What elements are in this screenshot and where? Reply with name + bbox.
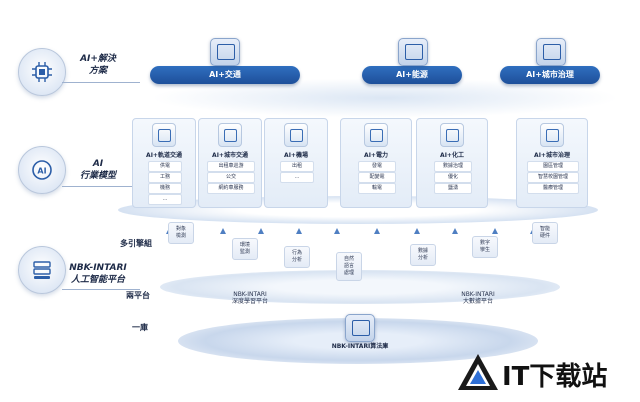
platform-subtitle: 大數據平台 [462, 298, 493, 305]
engine-behavior-analysis: 行為 分析 [284, 246, 310, 268]
section-divider [62, 82, 140, 83]
section-label-line2: 行業模型 [79, 171, 116, 181]
industry-card-power: AI+電力 發電 配變電 輸電 [340, 118, 412, 208]
energy-solution-icon [398, 38, 428, 66]
industry-chip: 機務 [148, 183, 182, 194]
up-arrow [492, 228, 498, 234]
industry-chip: 工務 [148, 172, 182, 183]
platform-deep-learning: NBK-INTARI 深度學習平台 [210, 291, 290, 305]
industry-card-title: AI+電力 [364, 152, 388, 159]
chip-icon [18, 48, 66, 96]
ai-icon: AI [18, 146, 66, 194]
industry-chip: 輸電 [358, 183, 396, 194]
traffic-solution-icon [210, 38, 240, 66]
engine-object-detection: 對象 檢測 [168, 222, 194, 244]
industry-card-title: AI+城市交通 [212, 152, 248, 159]
solution-bar-energy: AI+能源 [362, 66, 462, 84]
section-label-line1: NBK-INTARI [69, 263, 127, 273]
plane-icon [284, 123, 308, 147]
industry-card-rail: AI+軌道交通 供電 工務 機務 … [132, 118, 196, 208]
industry-card-title: AI+機場 [284, 152, 308, 159]
algorithm-library-label: NBK-INTARI算法庫 [331, 343, 389, 350]
haze-top [150, 78, 620, 118]
up-arrow [258, 228, 264, 234]
layer-label-platforms: 兩平台 [126, 291, 150, 300]
section-divider [62, 289, 140, 290]
section-label-line1: AI [92, 159, 104, 169]
power-icon [364, 123, 388, 147]
engine-data-analysis: 數據 分析 [410, 244, 436, 266]
section-label-line2: 人工智能平台 [70, 275, 125, 285]
bus-icon [218, 123, 242, 147]
layer-label-engines: 多引擎組 [120, 239, 152, 248]
industry-chip: 鹽湧 [434, 183, 472, 194]
library-icon [345, 314, 375, 342]
svg-text:AI: AI [37, 167, 46, 176]
up-arrow [452, 228, 458, 234]
industry-card-urban-traffic: AI+城市交通 出租車巡游 公交 網約車服務 [198, 118, 262, 208]
platform-name: NBK-INTARI [233, 291, 267, 298]
engine-environment-monitoring: 環境 監測 [232, 238, 258, 260]
industry-chip: 園區管理 [527, 161, 579, 172]
industry-card-title: AI+城市治理 [534, 152, 570, 159]
industry-chip: 智慧校園管理 [527, 172, 579, 183]
industry-chip: … [280, 172, 314, 183]
watermark-text: IT下载站 [502, 362, 608, 392]
watermark-triangle-icon [458, 354, 498, 390]
solution-bar-traffic: AI+交通 [150, 66, 300, 84]
industry-chip: 醫療管理 [527, 183, 579, 194]
up-arrow [374, 228, 380, 234]
industry-chip: 配變電 [358, 172, 396, 183]
city-icon [540, 123, 564, 147]
up-arrow [220, 228, 226, 234]
engine-nlp: 自然 語言 處理 [336, 252, 362, 281]
up-arrow [414, 228, 420, 234]
chemical-icon [440, 123, 464, 147]
industry-chip: … [148, 194, 182, 205]
industry-chip: 優化 [434, 172, 472, 183]
up-arrow [334, 228, 340, 234]
industry-chip: 供電 [148, 161, 182, 172]
engine-digital-twin: 數字 孿生 [472, 236, 498, 258]
industry-chip: 發電 [358, 161, 396, 172]
platform-name: NBK-INTARI [461, 291, 495, 298]
section-label-models: AI 行業模型 [60, 158, 136, 182]
layer-label-library: 一庫 [132, 323, 148, 332]
section-label-line1: AI+解決 [80, 54, 116, 64]
section-label-solutions: AI+解決 方案 [60, 53, 136, 77]
industry-card-chemical: AI+化工 數據治理 優化 鹽湧 [416, 118, 488, 208]
industry-card-title: AI+軌道交通 [146, 152, 182, 159]
platform-icon [18, 246, 66, 294]
section-divider [62, 186, 140, 187]
rail-icon [152, 123, 176, 147]
section-label-line2: 方案 [88, 66, 107, 76]
solution-bar-city: AI+城市治理 [500, 66, 600, 84]
platform-subtitle: 深度學習平台 [231, 298, 268, 305]
industry-chip: 數據治理 [434, 161, 472, 172]
industry-chip: 公交 [207, 172, 255, 183]
industry-chip: 網約車服務 [207, 183, 255, 194]
industry-card-airport: AI+機場 出租 … [264, 118, 328, 208]
industry-card-title: AI+化工 [440, 152, 464, 159]
section-label-platform: NBK-INTARI 人工智能平台 [60, 262, 136, 286]
city-solution-icon [536, 38, 566, 66]
platform-big-data: NBK-INTARI 大數據平台 [438, 291, 518, 305]
industry-chip: 出租 [280, 161, 314, 172]
up-arrow [296, 228, 302, 234]
industry-chip: 出租車巡游 [207, 161, 255, 172]
engine-smart-hardware: 智能 硬件 [532, 222, 558, 244]
industry-card-city: AI+城市治理 園區管理 智慧校園管理 醫療管理 [516, 118, 588, 208]
